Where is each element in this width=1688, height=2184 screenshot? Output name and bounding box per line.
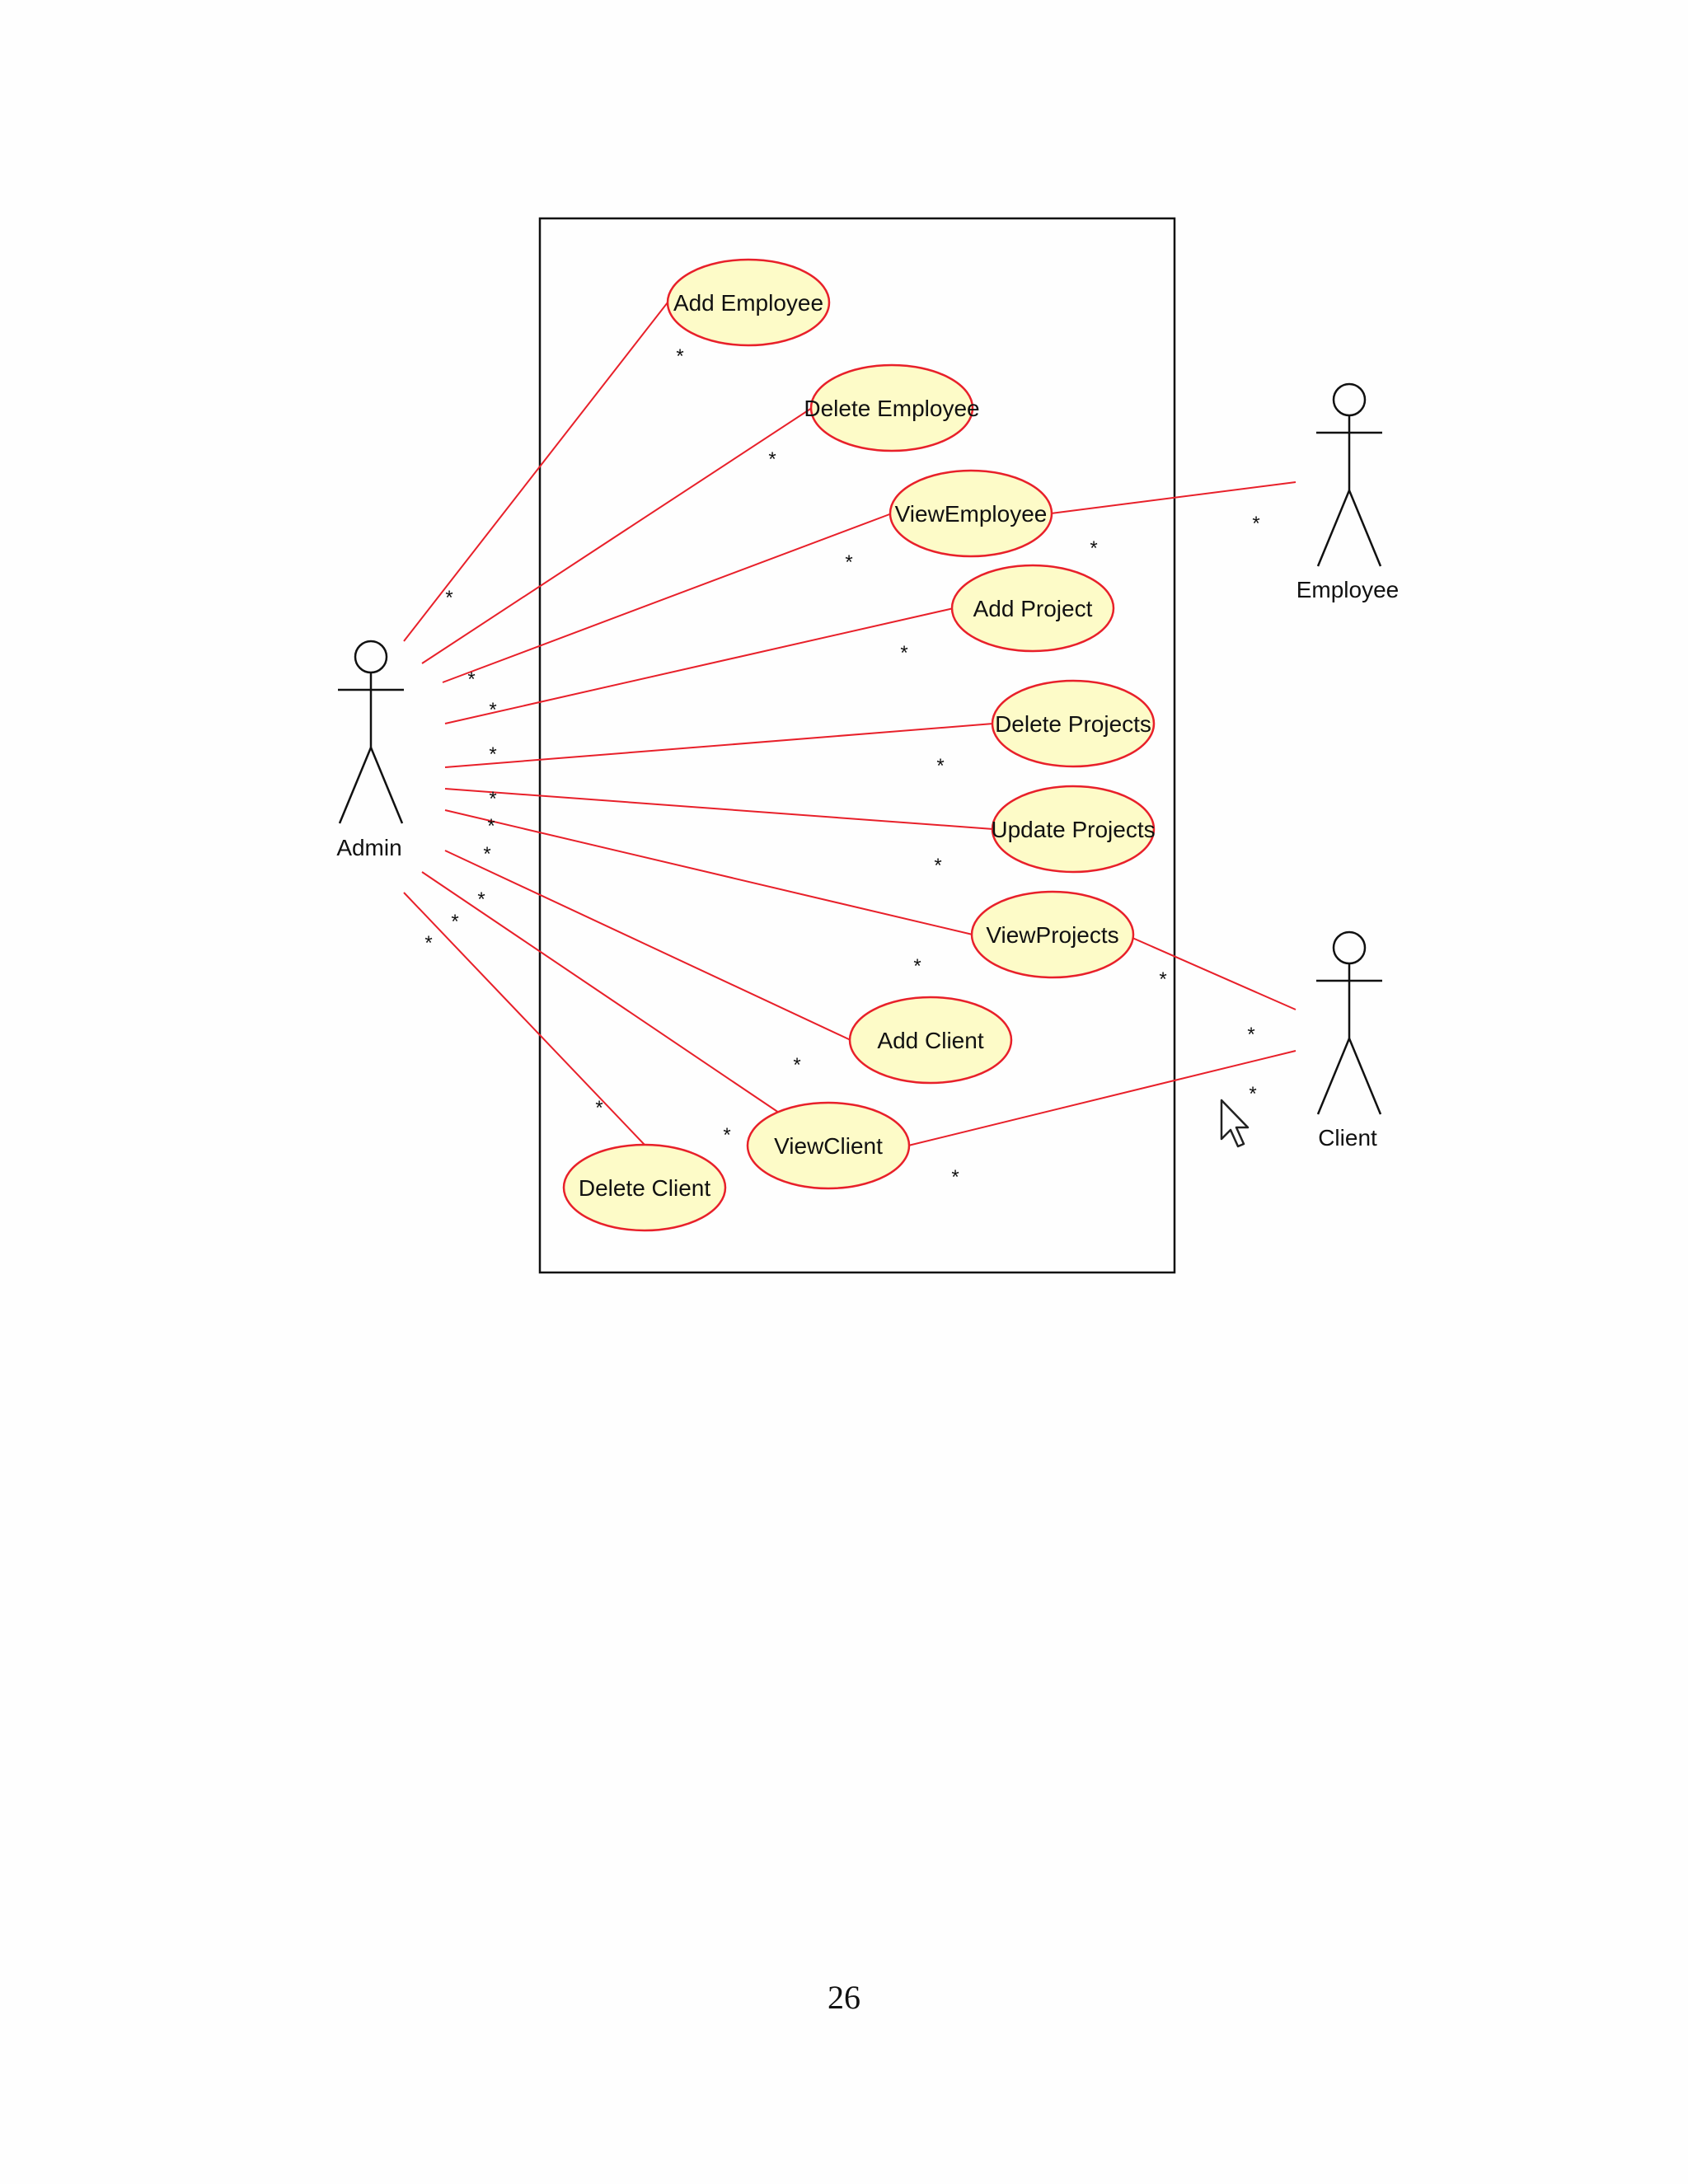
multiplicity-label: *: [936, 755, 944, 777]
assoc-admin-add-project: [444, 607, 954, 724]
use-case-label: Update Projects: [991, 817, 1155, 842]
use-case-shape: [746, 1101, 911, 1190]
multiplicity-label: *: [489, 788, 496, 810]
multiplicity-label: *: [489, 699, 496, 721]
use-case-label: Add Employee: [673, 290, 823, 316]
assoc-admin-delete-projects: [444, 723, 994, 768]
actor-admin[interactable]: Admin: [336, 640, 404, 860]
multiplicity-label: *: [487, 815, 495, 837]
use-case-shape: [970, 890, 1135, 979]
use-case-label: Add Client: [877, 1028, 983, 1053]
actor-left-leg: [1316, 1038, 1351, 1115]
actor-left-leg: [1316, 490, 1351, 567]
use-case-label: Delete Client: [579, 1175, 711, 1201]
use-case-shape: [950, 564, 1115, 653]
assoc-employee-view-employee: [1050, 481, 1296, 514]
associations: [403, 302, 1296, 1146]
use-case-shape: [562, 1143, 727, 1232]
actor-head: [1332, 930, 1367, 965]
actor-label: Employee: [1296, 577, 1400, 602]
assoc-admin-update-projects: [444, 788, 994, 830]
actor-head: [1332, 382, 1367, 417]
multiplicity-label: *: [1252, 513, 1259, 535]
assoc-admin-delete-client: [403, 892, 645, 1146]
actor-client[interactable]: Client: [1316, 930, 1382, 1151]
use-case-view-employee[interactable]: ViewEmployee: [889, 469, 1053, 558]
use-case-shape: [666, 258, 831, 347]
use-case-label: Add Project: [973, 596, 1093, 621]
assoc-admin-add-client: [444, 850, 851, 1041]
actor-head: [354, 640, 388, 674]
actor-label: Admin: [336, 835, 401, 860]
multiplicity-label: *: [768, 448, 776, 471]
use-case-view-projects[interactable]: ViewProjects: [970, 890, 1135, 979]
system-boundary: [538, 217, 1176, 1274]
assoc-admin-add-employee: [403, 302, 668, 642]
multiplicity-label: *: [913, 955, 921, 977]
page-number: 26: [828, 1979, 860, 2016]
multiplicity-label: *: [900, 642, 907, 664]
use-case-delete-projects[interactable]: Delete Projects: [991, 679, 1156, 768]
multiplicity-label: *: [451, 911, 458, 933]
use-case-update-projects[interactable]: Update Projects: [991, 785, 1156, 874]
assoc-admin-view-client: [421, 871, 780, 1113]
use-case-add-project[interactable]: Add Project: [950, 564, 1115, 653]
use-case-view-client[interactable]: ViewClient: [746, 1101, 911, 1190]
use-case-shape: [889, 469, 1053, 558]
actor-right-leg: [1348, 1038, 1382, 1115]
multiplicity-label: *: [477, 888, 485, 911]
multiplicity-label: *: [483, 843, 490, 865]
multiplicity-label: *: [793, 1054, 800, 1076]
use-case-add-employee[interactable]: Add Employee: [666, 258, 831, 347]
multiplicity-label: *: [1090, 537, 1097, 560]
multiplicity-label: *: [467, 668, 475, 691]
multiplicity-label: *: [934, 855, 941, 877]
multiplicity-labels: * * * * * * * * * * * * * * * * * * * * * * * * * *: [424, 345, 1259, 1188]
multiplicity-label: *: [951, 1166, 959, 1188]
actor-label: Client: [1318, 1125, 1377, 1151]
use-case-shape: [991, 785, 1156, 874]
use-case-label: Delete Projects: [995, 711, 1151, 737]
use-case-add-client[interactable]: Add Client: [848, 996, 1013, 1085]
use-case-label: ViewProjects: [986, 922, 1118, 948]
multiplicity-label: *: [1159, 968, 1166, 991]
multiplicity-label: *: [424, 932, 432, 954]
assoc-admin-delete-employee: [421, 407, 813, 664]
use-case-shape: [809, 363, 974, 452]
assoc-admin-view-employee: [442, 513, 893, 683]
multiplicity-label: *: [1247, 1024, 1254, 1046]
mouse-pointer-icon: [1220, 1099, 1250, 1148]
multiplicity-label: *: [489, 743, 496, 766]
actor-right-leg: [1348, 490, 1382, 567]
assoc-client-view-projects: [1132, 937, 1296, 1010]
use-case-delete-employee[interactable]: Delete Employee: [804, 363, 980, 452]
assoc-client-view-client: [907, 1050, 1296, 1146]
use-case-shape: [991, 679, 1156, 768]
multiplicity-label: *: [676, 345, 683, 368]
multiplicity-label: *: [723, 1124, 730, 1146]
actor-right-leg: [369, 747, 404, 824]
use-case-delete-client[interactable]: Delete Client: [562, 1143, 727, 1232]
actor-employee[interactable]: Employee: [1296, 382, 1400, 602]
multiplicity-label: *: [595, 1097, 603, 1119]
use-case-label: ViewClient: [774, 1133, 883, 1159]
assoc-admin-view-projects: [444, 809, 973, 935]
use-case-label: Delete Employee: [804, 396, 979, 421]
actor-left-leg: [338, 747, 373, 824]
multiplicity-label: *: [845, 551, 852, 574]
multiplicity-label: *: [1249, 1083, 1256, 1105]
multiplicity-label: *: [445, 587, 452, 609]
use-case-label: ViewEmployee: [895, 501, 1048, 527]
use-case-shape: [848, 996, 1013, 1085]
